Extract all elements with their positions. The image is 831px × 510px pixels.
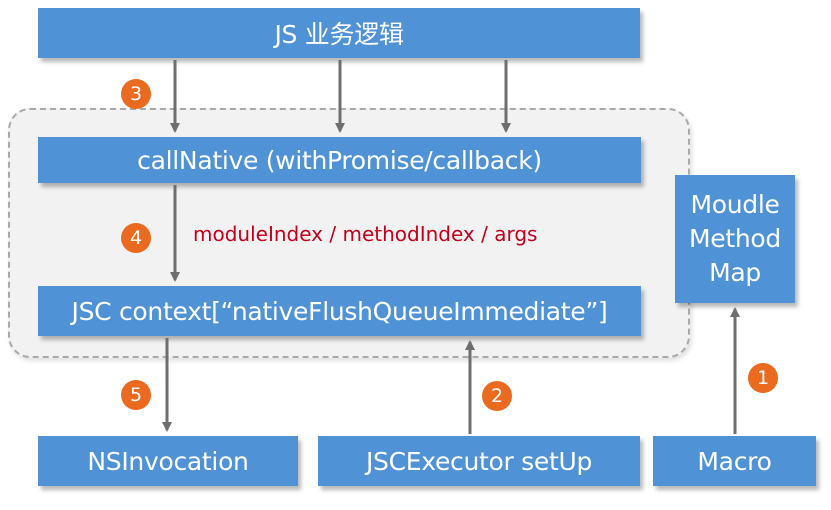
step-badge-4: 4 — [121, 223, 151, 253]
step-badge-2: 2 — [482, 381, 512, 411]
module-map-line-2: Method — [689, 224, 781, 253]
call-native-label: callNative (withPromise/callback) — [137, 145, 542, 175]
step-badge-3: 3 — [121, 79, 151, 109]
js-business-logic-label: JS 业务逻辑 — [274, 20, 404, 49]
step-badge-1: 1 — [748, 363, 778, 393]
js-business-logic-box: JS 业务逻辑 — [38, 8, 640, 58]
jsc-context-label: JSC context[“nativeFlushQueueImmediate”] — [71, 296, 608, 326]
module-method-args-label: moduleIndex / methodIndex / args — [193, 222, 538, 246]
jsc-context-box: JSC context[“nativeFlushQueueImmediate”] — [38, 286, 641, 336]
nsinvocation-label: NSInvocation — [87, 446, 249, 476]
step-badge-5: 5 — [121, 380, 151, 410]
call-native-box: callNative (withPromise/callback) — [38, 137, 641, 183]
module-map-line-1: Moudle — [690, 190, 780, 219]
jsc-executor-setup-box: JSCExecutor setUp — [318, 436, 640, 486]
module-map-line-3: Map — [709, 258, 761, 287]
macro-label: Macro — [697, 446, 772, 476]
nsinvocation-box: NSInvocation — [38, 436, 298, 486]
module-method-map-box: Moudle Method Map — [675, 175, 795, 303]
module-method-map-label: Moudle Method Map — [689, 188, 781, 290]
macro-box: Macro — [653, 436, 816, 486]
jsc-executor-setup-label: JSCExecutor setUp — [365, 446, 593, 476]
